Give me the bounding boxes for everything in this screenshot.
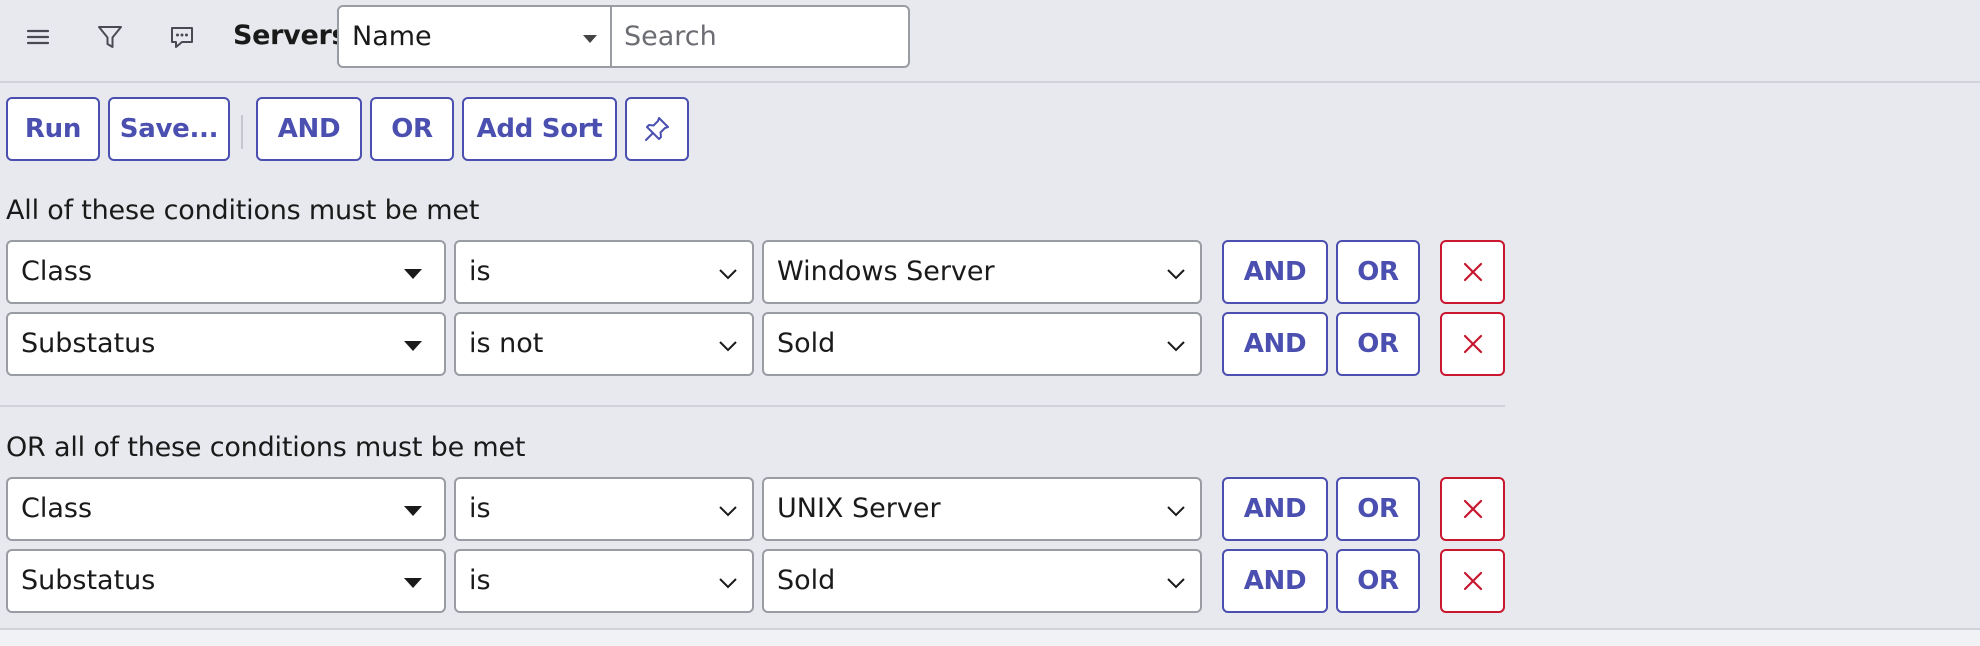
condition-operator-value: is not [469, 328, 544, 359]
list-area-edge [0, 628, 1980, 646]
condition-or-button[interactable]: OR [1336, 549, 1420, 613]
condition-field-select[interactable]: Substatus [6, 312, 446, 376]
condition-group-heading: OR all of these conditions must be met [6, 432, 526, 463]
delete-condition-button[interactable] [1440, 312, 1505, 376]
save-button[interactable]: Save... [108, 97, 230, 161]
condition-operator-value: is [469, 565, 491, 596]
chevron-down-icon [719, 506, 737, 517]
close-icon [1463, 571, 1482, 591]
condition-field-select[interactable]: Substatus [6, 549, 446, 613]
filter-icon[interactable] [90, 17, 130, 57]
condition-operator-select[interactable]: is [454, 477, 754, 541]
condition-field-select[interactable]: Class [6, 240, 446, 304]
menu-icon[interactable] [18, 17, 58, 57]
group-divider [0, 405, 1505, 407]
condition-value: Sold [777, 328, 836, 359]
run-button[interactable]: Run [6, 97, 100, 161]
delete-condition-button[interactable] [1440, 477, 1505, 541]
chevron-down-icon [1167, 578, 1185, 589]
pin-button[interactable] [625, 97, 689, 161]
close-icon [1463, 334, 1482, 354]
condition-value: Sold [777, 565, 836, 596]
condition-field-value: Class [21, 256, 93, 287]
condition-and-button[interactable]: AND [1222, 240, 1328, 304]
caret-down-icon [404, 506, 422, 516]
condition-or-button[interactable]: OR [1336, 312, 1420, 376]
chevron-down-icon [1167, 269, 1185, 280]
condition-field-value: Substatus [21, 565, 156, 596]
pin-icon [645, 117, 669, 141]
close-icon [1463, 499, 1482, 519]
chevron-down-icon [1167, 506, 1185, 517]
page-title: Servers [233, 20, 348, 51]
condition-value: Windows Server [777, 256, 995, 287]
condition-operator-select[interactable]: is not [454, 312, 754, 376]
close-icon [1463, 262, 1482, 282]
chevron-down-icon [719, 341, 737, 352]
condition-field-value: Substatus [21, 328, 156, 359]
condition-field-select[interactable]: Class [6, 477, 446, 541]
condition-operator-select[interactable]: is [454, 240, 754, 304]
condition-operator-value: is [469, 256, 491, 287]
condition-value-select[interactable]: Sold [762, 549, 1202, 613]
chevron-down-icon [719, 578, 737, 589]
condition-field-value: Class [21, 493, 93, 524]
comment-icon[interactable] [162, 17, 202, 57]
chevron-down-icon [1167, 341, 1185, 352]
delete-condition-button[interactable] [1440, 240, 1505, 304]
condition-and-button[interactable]: AND [1222, 549, 1328, 613]
condition-and-button[interactable]: AND [1222, 312, 1328, 376]
condition-value-select[interactable]: Sold [762, 312, 1202, 376]
condition-or-button[interactable]: OR [1336, 477, 1420, 541]
delete-condition-button[interactable] [1440, 549, 1505, 613]
add-or-button[interactable]: OR [370, 97, 454, 161]
caret-down-icon [404, 269, 422, 279]
condition-and-button[interactable]: AND [1222, 477, 1328, 541]
list-header: Servers Name [0, 0, 1980, 83]
search-field-select[interactable]: Name [337, 5, 612, 68]
condition-operator-select[interactable]: is [454, 549, 754, 613]
add-sort-button[interactable]: Add Sort [462, 97, 617, 161]
search-field-selected-value: Name [352, 21, 432, 52]
condition-value-select[interactable]: UNIX Server [762, 477, 1202, 541]
caret-down-icon [404, 341, 422, 351]
search-input[interactable] [610, 5, 910, 68]
caret-down-icon [404, 578, 422, 588]
caret-down-icon [583, 35, 597, 43]
condition-or-button[interactable]: OR [1336, 240, 1420, 304]
condition-group-heading: All of these conditions must be met [6, 195, 480, 226]
condition-value-select[interactable]: Windows Server [762, 240, 1202, 304]
chevron-down-icon [719, 269, 737, 280]
condition-operator-value: is [469, 493, 491, 524]
toolbar-separator [241, 115, 243, 149]
condition-value: UNIX Server [777, 493, 941, 524]
add-and-button[interactable]: AND [256, 97, 362, 161]
